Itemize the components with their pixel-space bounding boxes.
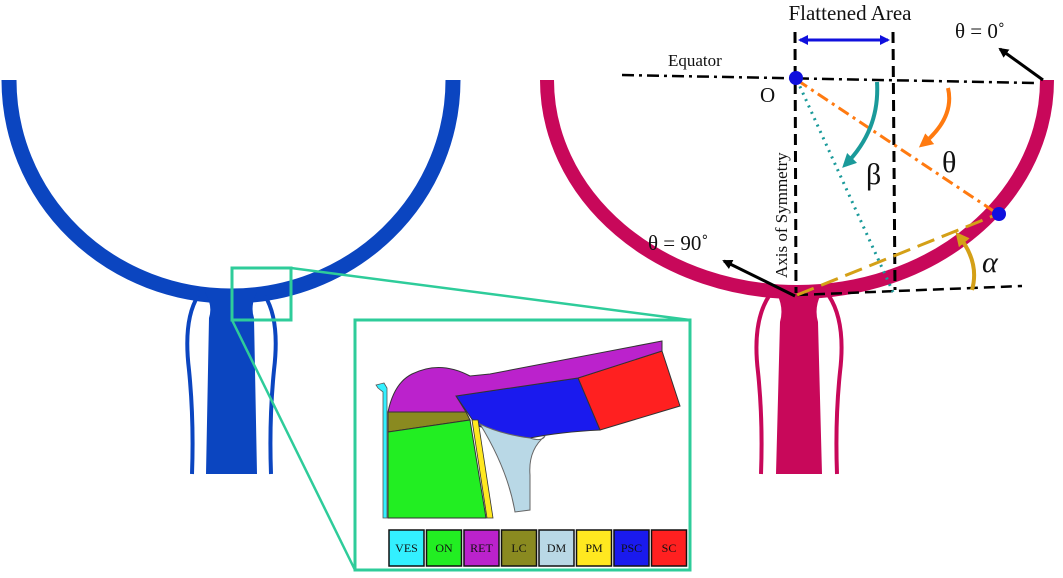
alpha-angle-arrow [955, 231, 977, 291]
baseline-tangent [796, 284, 1023, 297]
equator-line [621, 73, 1036, 85]
beta-angle-arrow [842, 81, 880, 168]
theta-ninety-label: θ = 90˚ [648, 231, 708, 255]
theta-label: θ [942, 146, 956, 179]
zoom-inset: VES ON RET LC DM PM PSC SC [353, 318, 692, 572]
theta-zero-arrow [998, 47, 1044, 82]
left-optic-nerve [205, 292, 257, 474]
theta-zero-label: θ = 0˚ [955, 19, 1005, 43]
right-dura-sheath-right [827, 294, 844, 475]
inset-dura-mater [478, 422, 546, 513]
legend-label: PM [585, 541, 603, 555]
equator-label: Equator [668, 51, 722, 70]
legend-label: DM [547, 541, 567, 555]
legend-swatch [425, 529, 463, 567]
axis-symmetry-label: Axis of Symmetry [772, 152, 791, 278]
zoom-region-box [230, 266, 293, 322]
flattened-area-right-boundary [891, 31, 897, 291]
legend-swatch [613, 529, 650, 567]
origin-label: O [760, 83, 775, 107]
legend-item-pm: PM [575, 529, 613, 567]
right-optic-nerve [776, 294, 822, 474]
inset-vessel [375, 382, 388, 519]
right-dura-sheath-left [754, 294, 771, 475]
legend-swatch [650, 529, 688, 567]
legend-swatch [500, 529, 538, 567]
flattened-area-label: Flattened Area [788, 1, 912, 25]
legend-swatch [388, 529, 425, 567]
legend-item-sc: SC [650, 529, 688, 567]
alpha-label: α [982, 246, 999, 279]
legend-swatch [538, 529, 575, 567]
alpha-dashed-line [796, 212, 999, 297]
legend-label: PSC [621, 541, 642, 555]
legend-label: RET [470, 541, 493, 555]
legend-item-on: ON [425, 529, 463, 567]
inset-optic-nerve [387, 419, 487, 519]
theta-dashdot-line [796, 78, 999, 216]
inset-retina [387, 340, 663, 413]
legend-label: ON [435, 541, 453, 555]
surface-point [992, 207, 1006, 221]
legend-item-ret: RET [463, 529, 500, 567]
legend-item-ves: VES [388, 529, 425, 567]
geometry-annotations [621, 31, 1044, 298]
legend-swatch [575, 529, 613, 567]
inset-pia-mater [471, 419, 494, 519]
left-eye-shell [1, 79, 461, 304]
left-dura-sheath-right [263, 294, 278, 475]
legend-swatch [463, 529, 500, 567]
beta-label: β [866, 158, 881, 191]
theta-angle-arrow [918, 87, 952, 148]
zoom-connector-top [290, 266, 691, 322]
legend-label: SC [662, 541, 677, 555]
legend-item-dm: DM [538, 529, 575, 567]
origin-point [789, 71, 803, 85]
theta-ninety-arrow [722, 259, 796, 298]
tissue-legend: VES ON RET LC DM PM PSC SC [388, 529, 688, 567]
legend-label: VES [395, 541, 418, 555]
left-dura-sheath-left [185, 294, 200, 475]
left-eye-model [1, 79, 691, 571]
zoom-connector-bottom [230, 319, 357, 571]
legend-item-psc: PSC [613, 529, 650, 567]
legend-item-lc: LC [500, 529, 538, 567]
legend-label: LC [511, 541, 526, 555]
